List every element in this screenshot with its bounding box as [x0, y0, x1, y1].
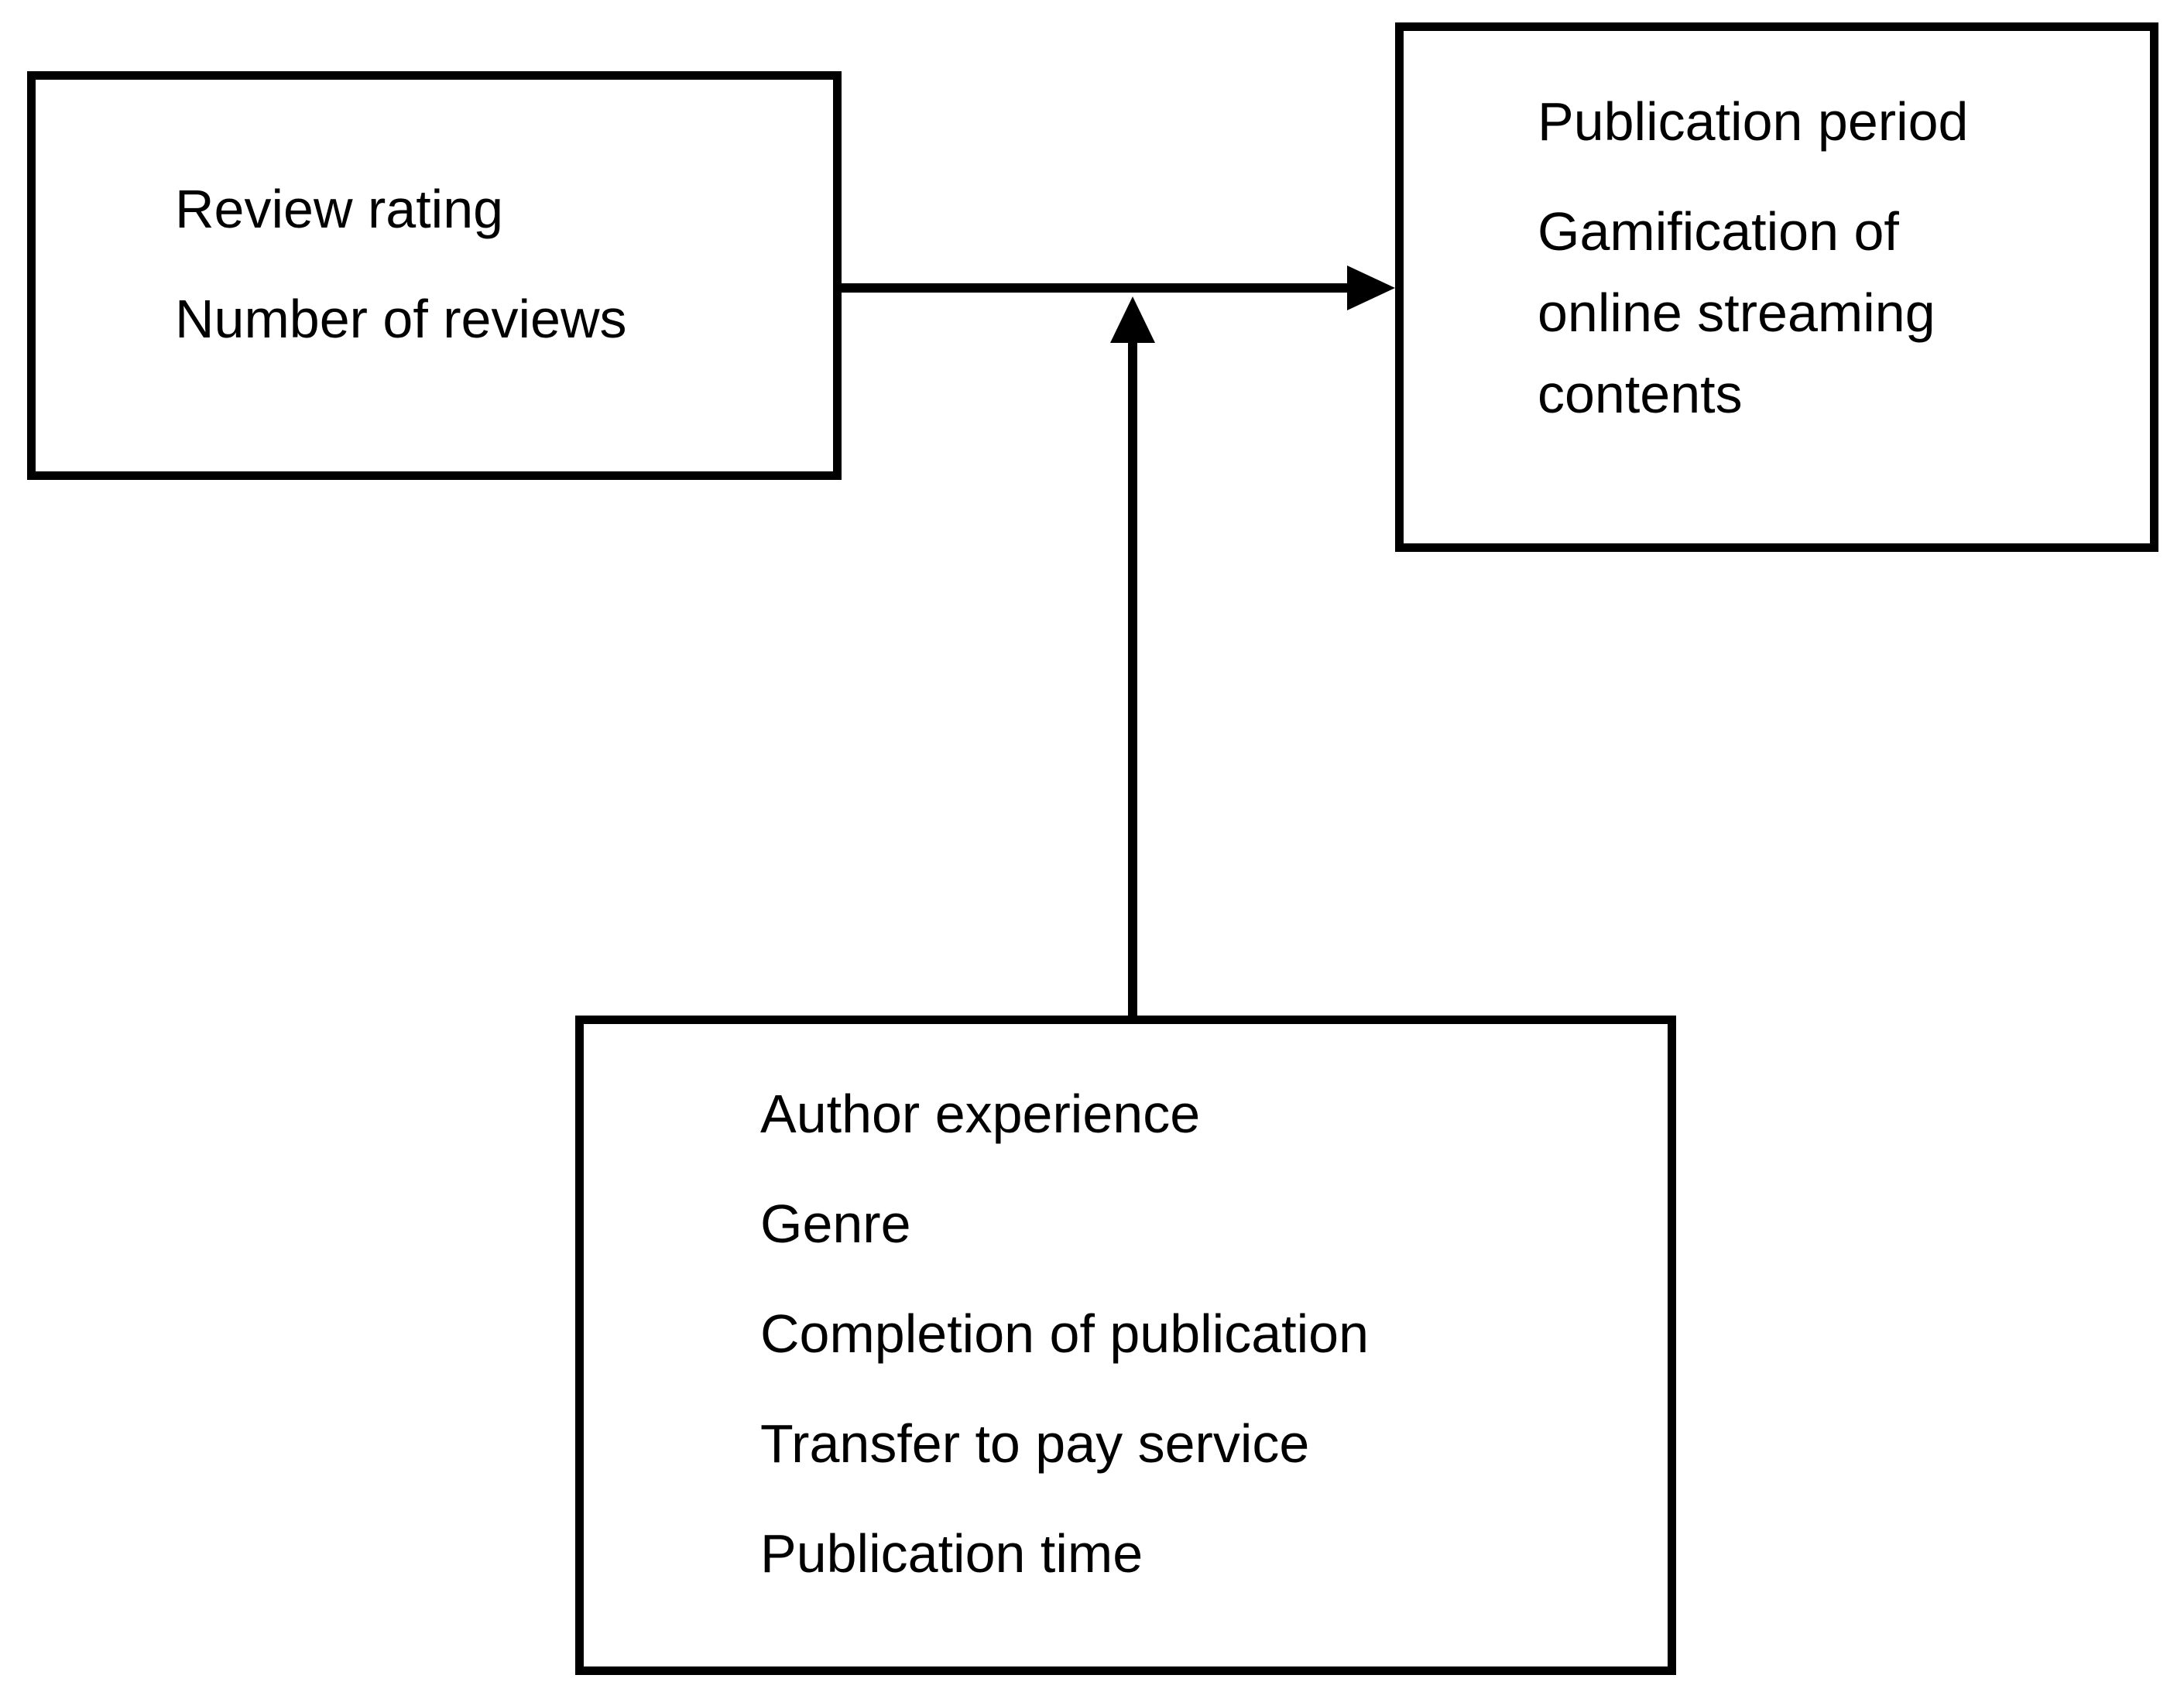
box-label-line: Completion of publication: [760, 1303, 1370, 1364]
box-label-line: Publication period: [1538, 91, 1969, 152]
box-label-line: Genre: [760, 1194, 911, 1254]
moderation-arrowhead-icon: [1110, 296, 1155, 343]
box-label-line: Author experience: [760, 1084, 1201, 1144]
box-label-line: Transfer to pay service: [760, 1413, 1310, 1474]
main-effect-arrowhead-icon: [1347, 265, 1395, 310]
review-factors-box: Review rating Number of reviews: [27, 71, 842, 480]
box-label-line: Review rating: [175, 179, 504, 239]
box-label-line: Publication time: [760, 1523, 1143, 1584]
outcome-box: Publication period Gamification of onlin…: [1395, 22, 2158, 552]
box-label-line: Number of reviews: [175, 289, 627, 349]
box-label-line: Gamification of online streaming content…: [1538, 201, 1935, 424]
moderator-box: Author experience Genre Completion of pu…: [575, 1016, 1676, 1675]
